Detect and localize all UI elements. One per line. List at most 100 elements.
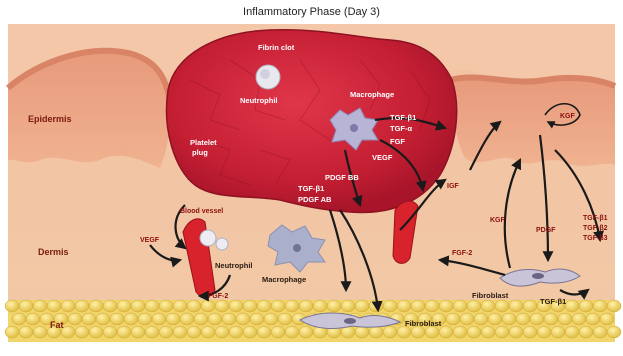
label-kgf-mid: KGF (490, 217, 506, 224)
fat-cell (495, 300, 509, 312)
label-fibrin-clot: Fibrin clot (258, 43, 295, 52)
fat-cell (75, 326, 89, 338)
fat-cell (33, 300, 47, 312)
fat-cell (586, 313, 600, 325)
fat-cell (369, 326, 383, 338)
fat-cell (19, 300, 33, 312)
fat-cell (138, 313, 152, 325)
fat-cell (383, 326, 397, 338)
fat-cell (544, 313, 558, 325)
label-fibroblast-bottom: Fibroblast (405, 319, 442, 328)
fat-cell (551, 326, 565, 338)
fat-cell (278, 313, 292, 325)
label-pdgf-right: PDGF (536, 227, 556, 234)
fat-cell (481, 300, 495, 312)
fat-cell (187, 326, 201, 338)
label-neutrophil-left: Neutrophil (215, 261, 253, 270)
fat-cell (600, 313, 614, 325)
label-macrophage-dermis: Macrophage (262, 275, 306, 284)
fat-cell (481, 326, 495, 338)
fat-cell (145, 326, 159, 338)
label-tgf-b1-top: TGF-β1 (390, 113, 416, 122)
fat-cell (68, 313, 82, 325)
label-tgf-a: TGF-α (390, 124, 412, 133)
fat-cell (299, 300, 313, 312)
fat-cell (117, 300, 131, 312)
label-fgf-clot: FGF (390, 137, 405, 146)
label-macrophage-clot: Macrophage (350, 90, 394, 99)
label-plug: plug (192, 148, 208, 157)
fat-cell (446, 313, 460, 325)
fat-cell (173, 300, 187, 312)
label-vegf-clot: VEGF (372, 153, 393, 162)
fat-cell (327, 300, 341, 312)
fat-cell (271, 326, 285, 338)
fat-cell (250, 313, 264, 325)
label-tgf-b1-mid: TGF-β1 (298, 184, 324, 193)
fat-cell (194, 313, 208, 325)
fat-cell (285, 326, 299, 338)
label-igf: IGF (447, 183, 459, 190)
fat-cell (565, 300, 579, 312)
fat-cell (425, 300, 439, 312)
diagram-title: Inflammatory Phase (Day 3) (0, 6, 623, 18)
label-pdgf-bb: PDGF BB (325, 173, 359, 182)
label-blood-vessel: Blood vessel (180, 208, 223, 215)
fat-cell (411, 300, 425, 312)
fat-cell (523, 326, 537, 338)
fat-cell (173, 326, 187, 338)
fat-cell (5, 326, 19, 338)
fat-cell (47, 300, 61, 312)
fat-cell (117, 326, 131, 338)
fat-cell (61, 300, 75, 312)
fat-cell (467, 326, 481, 338)
fat-cell (82, 313, 96, 325)
fat-cell (488, 313, 502, 325)
label-tgf-b1-right: TGF-β1 (583, 215, 608, 222)
fat-cell (208, 313, 222, 325)
fat-cell (243, 300, 257, 312)
fat-cell (215, 326, 229, 338)
fat-cell (222, 313, 236, 325)
fat-cell (152, 313, 166, 325)
fat-cell (124, 313, 138, 325)
label-fibroblast-right: Fibroblast (472, 291, 509, 300)
label-tgf-b2-right: TGF-β2 (583, 225, 608, 232)
label-kgf-top: KGF (560, 113, 576, 120)
fat-cell (19, 326, 33, 338)
label-vegf-left: VEGF (140, 237, 160, 244)
neutrophil-nucleus (260, 69, 270, 79)
fat-cell (460, 313, 474, 325)
fat-cell (145, 300, 159, 312)
fat-cell (103, 300, 117, 312)
fat-cell (257, 300, 271, 312)
fat-cell (187, 300, 201, 312)
fat-cell (502, 313, 516, 325)
fat-cell (243, 326, 257, 338)
fat-cell (131, 326, 145, 338)
fat-cell (285, 300, 299, 312)
fat-cell (159, 326, 173, 338)
fat-cell (75, 300, 89, 312)
fat-cell (166, 313, 180, 325)
label-fgf2-left: FGF-2 (208, 293, 228, 300)
label-epidermis: Epidermis (28, 114, 72, 124)
fat-cell (110, 313, 124, 325)
fat-cell (593, 300, 607, 312)
fibroblast-nucleus-bottom (344, 318, 356, 324)
fat-cell (607, 300, 621, 312)
epidermis-right (450, 77, 615, 166)
fat-cell (467, 300, 481, 312)
fat-cell (89, 300, 103, 312)
label-fgf2-right: FGF-2 (452, 250, 472, 257)
fat-cell (299, 326, 313, 338)
fat-cell (397, 300, 411, 312)
fat-cell (572, 313, 586, 325)
fat-cell (103, 326, 117, 338)
fat-cell (516, 313, 530, 325)
neutrophil-cell-vessel-2 (216, 238, 228, 250)
fat-cell (565, 326, 579, 338)
fibroblast-nucleus-right (532, 273, 544, 279)
label-fat: Fat (50, 320, 64, 330)
